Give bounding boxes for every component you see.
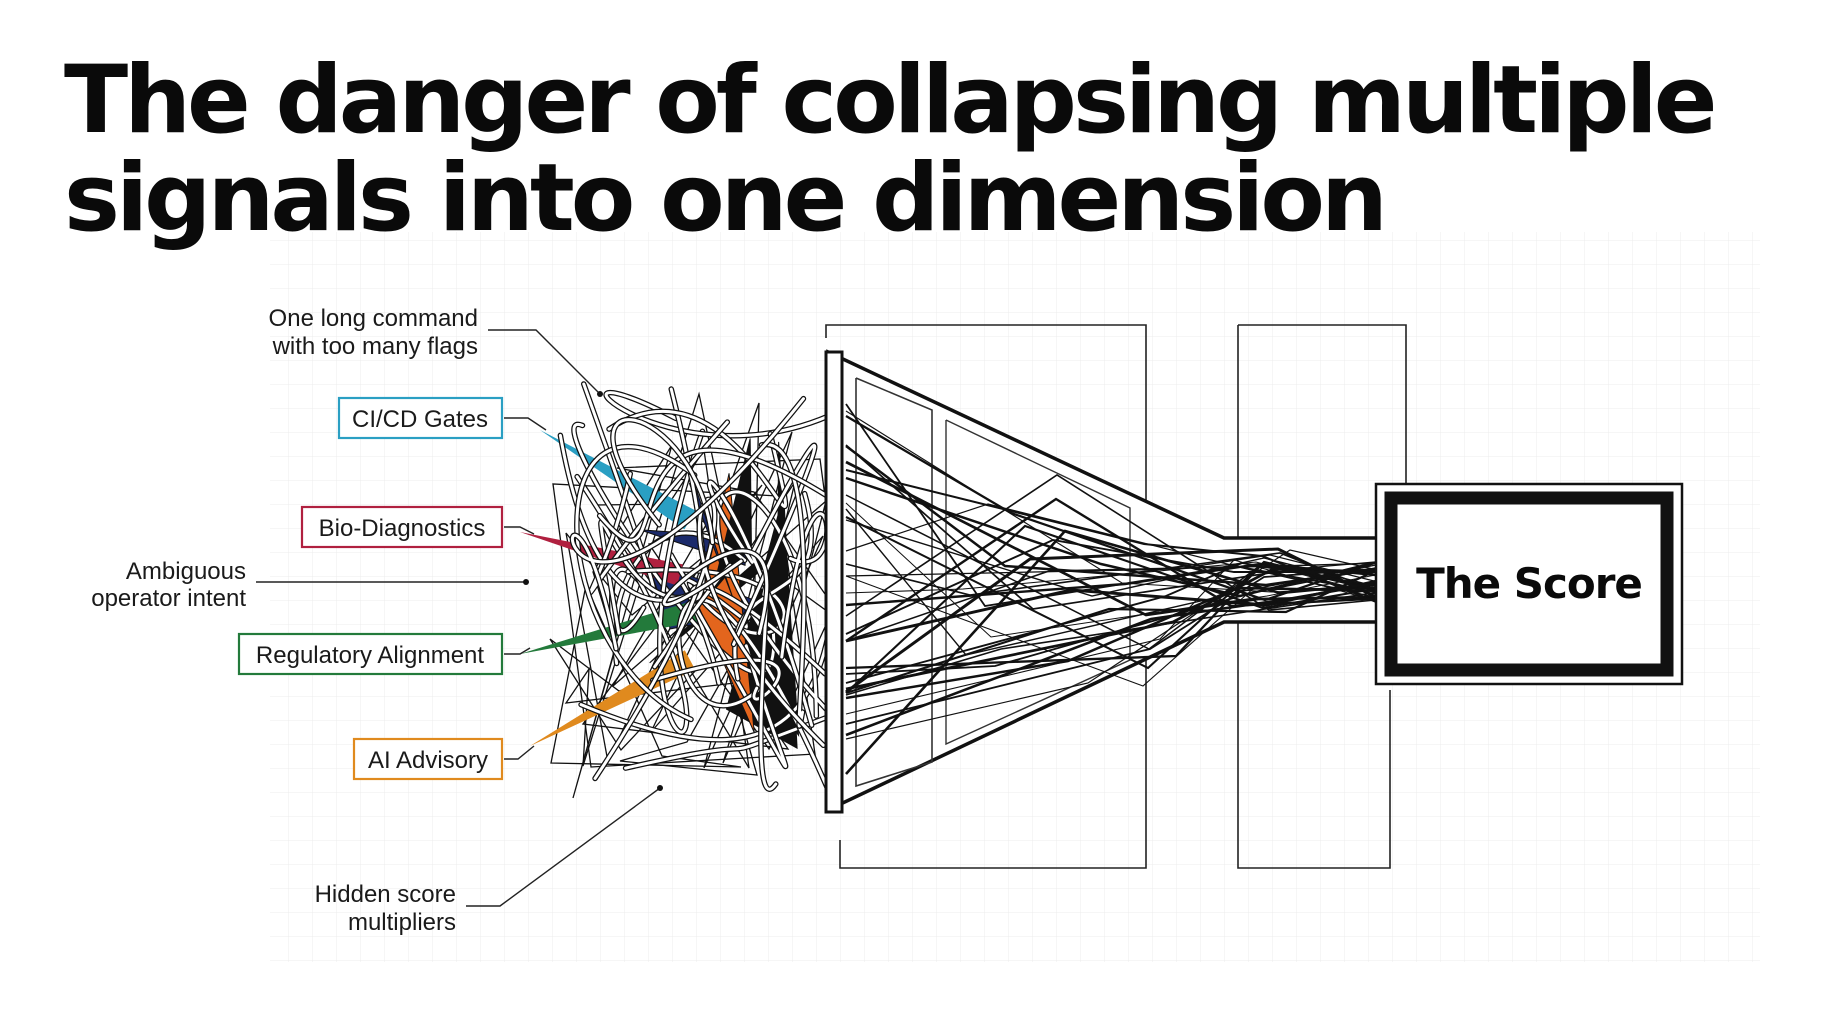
bio-diagnostics-label: Bio-Diagnostics [319,515,486,542]
funnel-inner-panel [855,377,933,788]
funnel-mouth [824,350,844,814]
compressed-line [845,403,1387,607]
cicd-gates-tag: CI/CD Gates [337,396,504,440]
tangle-strand-core [570,397,805,651]
bio-diagnostics-tag: Bio-Diagnostics [300,505,504,549]
compressed-signal-lines [845,403,1387,775]
tangle-strand-core [598,448,830,542]
tangle-strand-core [626,553,786,635]
compressed-line [845,562,1387,684]
tangle-strand-core [624,714,831,770]
signal-spike [530,650,696,746]
compressed-line [845,497,1387,642]
hidden-multipliers-label-2: multipliers [348,909,456,936]
cicd-gates-label: CI/CD Gates [352,406,488,433]
compressed-line [845,474,1387,617]
score-label: The Score [1416,559,1642,608]
score-box-inner [1384,491,1674,677]
cicd-gates-box [337,396,504,440]
long-command-label-2: with too many flags [272,333,478,360]
tangle-strand-core [651,658,781,701]
title-line-2: signals into one dimension [64,144,1388,253]
hidden-multipliers-label-1: Hidden score [315,881,456,908]
tangle-strand-core [575,429,704,734]
signal-tangle [520,381,842,799]
title-line-1: The danger of collapsing multiple [64,46,1718,155]
tangle-strand-core [760,443,806,728]
ambiguous-label-1: Ambiguous [126,558,246,585]
tangle-strand-core [575,445,697,721]
signal-labels: One long command with too many flags CI/… [91,305,504,936]
tangle-strand-core [593,497,825,780]
score-box: The Score [1374,482,1684,686]
regulatory-alignment-box [237,632,504,676]
compressed-line [845,529,1387,775]
funnel [824,349,1388,814]
tangle-strand-core [677,598,830,792]
bio-diagnostics-box [300,505,504,549]
ambiguous-label-2: operator intent [91,585,246,612]
compressed-line [845,577,1387,643]
tangle-strand-core [611,418,715,545]
regulatory-alignment-tag: Regulatory Alignment [237,632,504,676]
ai-advisory-tag: AI Advisory [352,737,504,781]
tangle-strand-core [662,549,769,635]
compressed-line [845,554,1387,585]
compressed-line [845,539,1386,635]
compressed-line [845,415,1387,602]
compressed-line [845,561,1387,598]
compressed-line [845,549,1387,740]
compressed-line [845,502,1387,638]
leader-dots [523,391,663,791]
long-command-label-1: One long command [269,305,478,332]
compressed-line [845,469,1387,607]
ai-advisory-label: AI Advisory [368,747,488,774]
leader-lines [256,329,661,907]
compressed-line [845,565,1387,695]
ai-advisory-box [352,737,504,781]
page-title: The danger of collapsing multiple signal… [64,52,1764,248]
regulatory-alignment-label: Regulatory Alignment [256,642,484,669]
